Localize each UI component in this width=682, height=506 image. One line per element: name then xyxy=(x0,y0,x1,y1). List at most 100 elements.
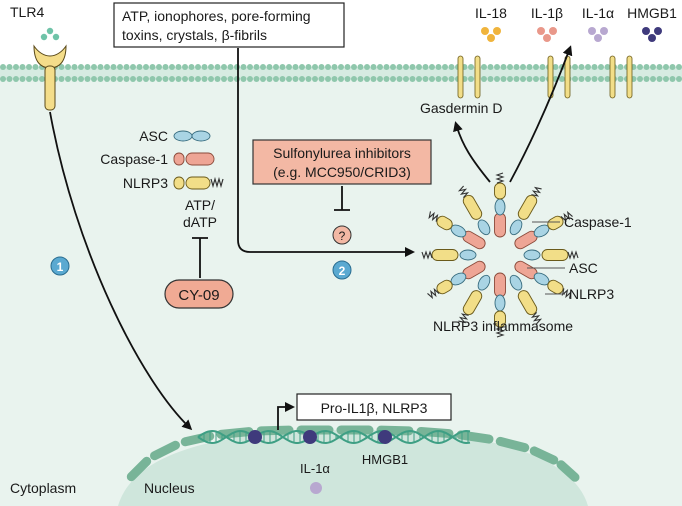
lipid-head xyxy=(351,76,357,82)
lipid-head xyxy=(338,76,344,82)
lipid-head xyxy=(318,76,325,82)
lipid-head xyxy=(435,76,442,82)
inflammasome-unit xyxy=(457,185,491,236)
lipid-head xyxy=(377,76,383,82)
lipid-head xyxy=(533,64,539,70)
lipid-head xyxy=(442,64,448,70)
asc-callout-label: ASC xyxy=(569,260,598,276)
nlrp3-subunit xyxy=(436,215,453,231)
il18-molecule xyxy=(493,27,501,35)
lipid-head xyxy=(71,64,78,70)
lipid-head xyxy=(591,64,598,70)
lipid-head xyxy=(65,76,71,82)
lipid-head xyxy=(643,64,650,70)
caspase-1-subunit xyxy=(494,272,506,298)
membrane-core xyxy=(0,67,682,79)
lipid-head xyxy=(429,76,435,82)
nlrp3-lrr xyxy=(495,326,505,338)
nlrp3-lrr xyxy=(560,210,573,223)
lipid-head xyxy=(500,64,507,70)
dna-strand-b xyxy=(197,429,471,445)
arrow-stimuli-to-inflammasome xyxy=(237,48,415,257)
il18-molecule xyxy=(481,27,489,35)
nlrp3-subunit xyxy=(462,194,483,220)
lipid-head xyxy=(110,76,117,82)
lipid-head xyxy=(26,76,32,82)
nlrp3-legend-shape xyxy=(173,176,185,190)
lipid-head xyxy=(201,76,208,82)
asc-subunit xyxy=(477,274,491,291)
stimuli-line2: toxins, crystals, β-fibrils xyxy=(122,27,267,43)
stimuli-line1: ATP, ionophores, pore-forming xyxy=(122,8,311,24)
lipid-head xyxy=(344,76,351,82)
lipid-head xyxy=(169,64,175,70)
lipid-head xyxy=(240,76,247,82)
il1b-molecule xyxy=(543,34,551,42)
lipid-head xyxy=(286,76,292,82)
lipid-head xyxy=(188,76,195,82)
lipid-head xyxy=(539,64,546,70)
nlrp3-subunit xyxy=(462,290,483,316)
lipid-head xyxy=(91,64,97,70)
nlrp3-subunit xyxy=(517,290,538,316)
lipid-head xyxy=(552,64,559,70)
hmgb1-molecule xyxy=(642,27,650,35)
lipid-head xyxy=(214,76,221,82)
lipid-head xyxy=(539,76,546,82)
lipid-head xyxy=(637,76,643,82)
lipid-head xyxy=(84,76,91,82)
lipid-head xyxy=(13,64,19,70)
lipid-head xyxy=(357,76,364,82)
lipid-head xyxy=(663,76,669,82)
lipid-head xyxy=(123,76,130,82)
lipid-head xyxy=(650,64,656,70)
lipid-head xyxy=(500,76,507,82)
tlr4-receptor: TLR4 xyxy=(10,4,67,111)
lipid-head xyxy=(32,64,39,70)
asc-legend-shape xyxy=(191,130,211,142)
lipid-head xyxy=(507,64,513,70)
lipid-head xyxy=(39,76,45,82)
nuclear-envelope-segment xyxy=(150,440,180,461)
lipid-head xyxy=(149,76,156,82)
unknown-target-circle xyxy=(332,225,352,245)
asc-subunit xyxy=(477,219,491,236)
lipid-head xyxy=(468,76,474,82)
lipid-head xyxy=(481,64,487,70)
arrow-to-gasdermin xyxy=(453,121,491,183)
nlrp3-legend-lrr xyxy=(210,176,224,189)
lipid-head xyxy=(318,64,325,70)
lipid-head xyxy=(650,76,656,82)
lipid-head xyxy=(429,64,435,70)
lipid-head xyxy=(292,64,299,70)
lipid-head xyxy=(279,64,286,70)
asc-legend-shape xyxy=(173,130,193,142)
il1a-nucleus-label: IL-1α xyxy=(300,461,330,476)
lipid-head xyxy=(513,76,520,82)
lipid-head xyxy=(409,76,416,82)
lipid-head xyxy=(578,64,585,70)
nlrp3-lrr xyxy=(530,312,543,325)
lipid-head xyxy=(266,76,273,82)
lipid-head xyxy=(364,64,370,70)
caspase-legend-shape xyxy=(173,152,185,166)
lipid-head xyxy=(227,76,234,82)
lipid-head xyxy=(383,76,390,82)
lipid-head xyxy=(338,64,344,70)
stimuli-box xyxy=(113,2,345,48)
nuclear-envelope-segment xyxy=(495,436,530,453)
nlrp3-subunit xyxy=(547,215,564,231)
lipid-head xyxy=(292,76,299,82)
secreted-cytokines: IL-18 IL-1β IL-1α HMGB1 xyxy=(475,5,677,42)
lipid-head xyxy=(572,64,578,70)
lipid-head xyxy=(149,64,156,70)
lipid-head xyxy=(253,64,260,70)
lipid-head xyxy=(162,64,169,70)
nlrp3-lrr xyxy=(421,250,433,260)
nlrp3-subunit xyxy=(436,279,453,295)
lipid-head xyxy=(370,64,377,70)
lipid-head xyxy=(117,64,123,70)
lipid-head xyxy=(383,64,390,70)
lipid-head xyxy=(656,76,663,82)
